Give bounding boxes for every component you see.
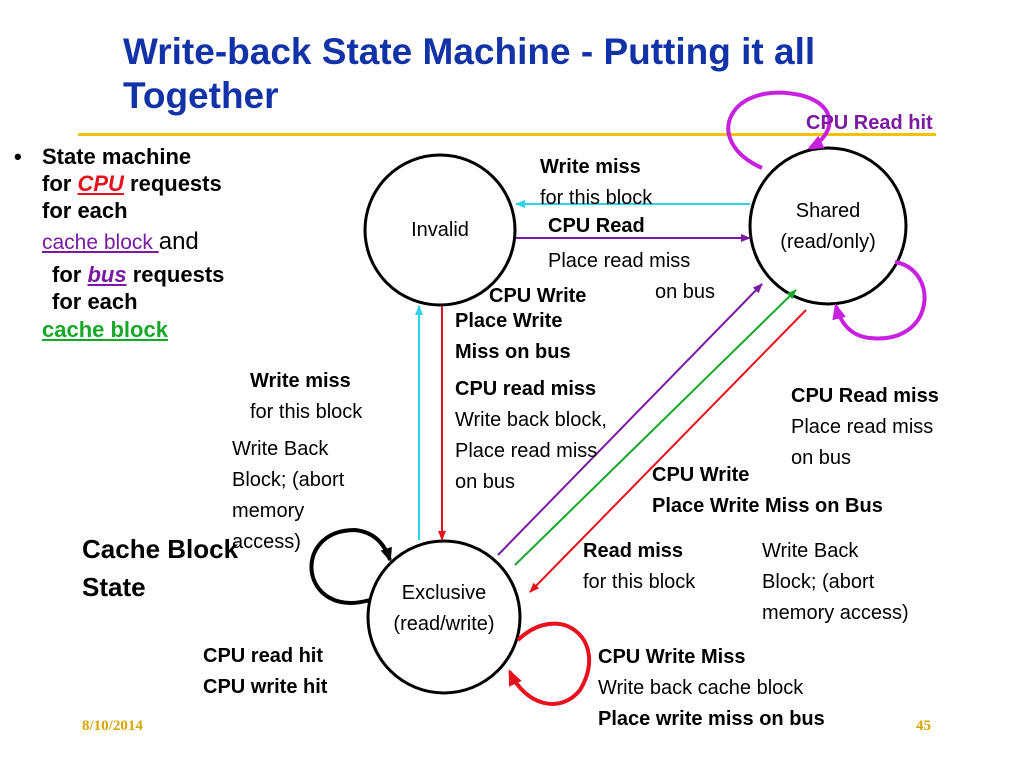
bullet-requests-2: requests <box>126 262 225 287</box>
label-write-miss-top: Write miss <box>540 156 641 178</box>
bullet-line-2: for CPU requests <box>42 170 222 197</box>
shared-read-hit-loop <box>726 90 832 170</box>
label-write-back-4: access) <box>232 531 301 553</box>
label-read-miss-2: for this block <box>583 571 696 593</box>
exclusive-to-shared-read-miss-arrow <box>497 283 763 556</box>
label-write-back-1: Write Back <box>232 438 329 460</box>
shared-state-label-line2: (read/only) <box>780 231 876 253</box>
exclusive-hit-loop <box>309 527 392 605</box>
label-cpu-read-miss-3: Place read miss <box>455 440 598 462</box>
label-cpu-write-miss-2: Write back cache block <box>598 677 804 699</box>
label-cpu-read-miss-4: on bus <box>455 471 516 493</box>
label-cpu-write: CPU Write <box>489 285 587 307</box>
shared-to-exclusive-arrow <box>529 309 807 593</box>
bullet-line-3: for each <box>42 198 128 223</box>
label-write-back-3: memory <box>232 500 305 522</box>
invalid-state-node <box>363 153 517 307</box>
label-cpu-write-miss-3: Place write miss on bus <box>598 708 825 730</box>
label-cpu-write-hit: CPU write hit <box>203 676 328 698</box>
exclusive-state-node <box>366 539 522 695</box>
label-place-read-miss-2: on bus <box>655 281 716 303</box>
exclusive-state-label-line2: (read/write) <box>393 613 495 635</box>
title-rule <box>78 133 936 136</box>
label-cpu-read-miss-2: Write back block, <box>455 409 607 431</box>
footer-page-number: 45 <box>916 718 931 734</box>
label-shared-read-miss: CPU Read miss <box>791 385 939 407</box>
exclusive-to-shared-read-miss-bus-arrow <box>514 289 797 566</box>
label-cpu-read-miss: CPU read miss <box>455 378 597 400</box>
label-cpu-read-hit-2: CPU read hit <box>203 645 324 667</box>
label-cpu-write-miss: CPU Write Miss <box>598 646 746 668</box>
bullet-marker: • <box>14 144 22 169</box>
bullet-line-5: for bus requests <box>52 261 224 288</box>
label-wb2-3: memory access) <box>762 602 909 624</box>
label-cpu-write-2: CPU Write <box>652 464 750 486</box>
label-write-miss-top-2: for this block <box>540 187 653 209</box>
bullet-bus: bus <box>87 262 127 287</box>
bullet-line-1: State machine <box>42 144 192 169</box>
bullet-for-1: for <box>42 171 78 196</box>
label-place-read-miss: Place read miss <box>548 250 691 272</box>
label-write-miss-left-2: for this block <box>250 401 363 423</box>
bullet-line-4: cache block and <box>42 228 199 256</box>
label-place-write: Place Write <box>455 310 563 332</box>
bullet-for-2: for <box>52 262 88 287</box>
cache-block-state-2: State <box>82 572 146 602</box>
label-cpu-read: CPU Read <box>548 215 645 237</box>
label-cpu-read-hit: CPU Read hit <box>806 112 933 134</box>
bullet-line-6: for each <box>52 289 138 314</box>
shared-state-node <box>748 146 908 306</box>
bullet-cache-block-1: cache block <box>42 231 159 254</box>
bullet-and: and <box>158 228 199 255</box>
shared-state-label-line1: Shared <box>795 200 861 222</box>
label-shared-read-miss-2: Place read miss <box>791 416 934 438</box>
label-place-write-2: Miss on bus <box>455 341 571 363</box>
label-wb2-2: Block; (abort <box>762 571 875 593</box>
label-write-miss-left: Write miss <box>250 370 351 392</box>
cache-block-state-1: Cache Block <box>82 534 239 564</box>
slide-title: Write-back State Machine - Putting it al… <box>123 31 816 116</box>
shared-read-miss-loop <box>832 260 927 341</box>
footer-date: 8/10/2014 <box>82 718 143 734</box>
label-wb2-1: Write Back <box>762 540 859 562</box>
bullet-requests-1: requests <box>123 171 222 196</box>
exclusive-state-label-line1: Exclusive <box>401 582 487 604</box>
bullet-cpu: CPU <box>77 171 124 196</box>
exclusive-write-miss-loop <box>508 621 592 706</box>
label-write-back-2: Block; (abort <box>232 469 345 491</box>
invalid-state-label: Invalid <box>411 219 469 241</box>
label-place-write-miss-bus: Place Write Miss on Bus <box>652 495 883 517</box>
bullet-cache-block-2: cache block <box>42 317 168 342</box>
label-shared-read-miss-3: on bus <box>791 447 852 469</box>
label-read-miss: Read miss <box>583 540 684 562</box>
